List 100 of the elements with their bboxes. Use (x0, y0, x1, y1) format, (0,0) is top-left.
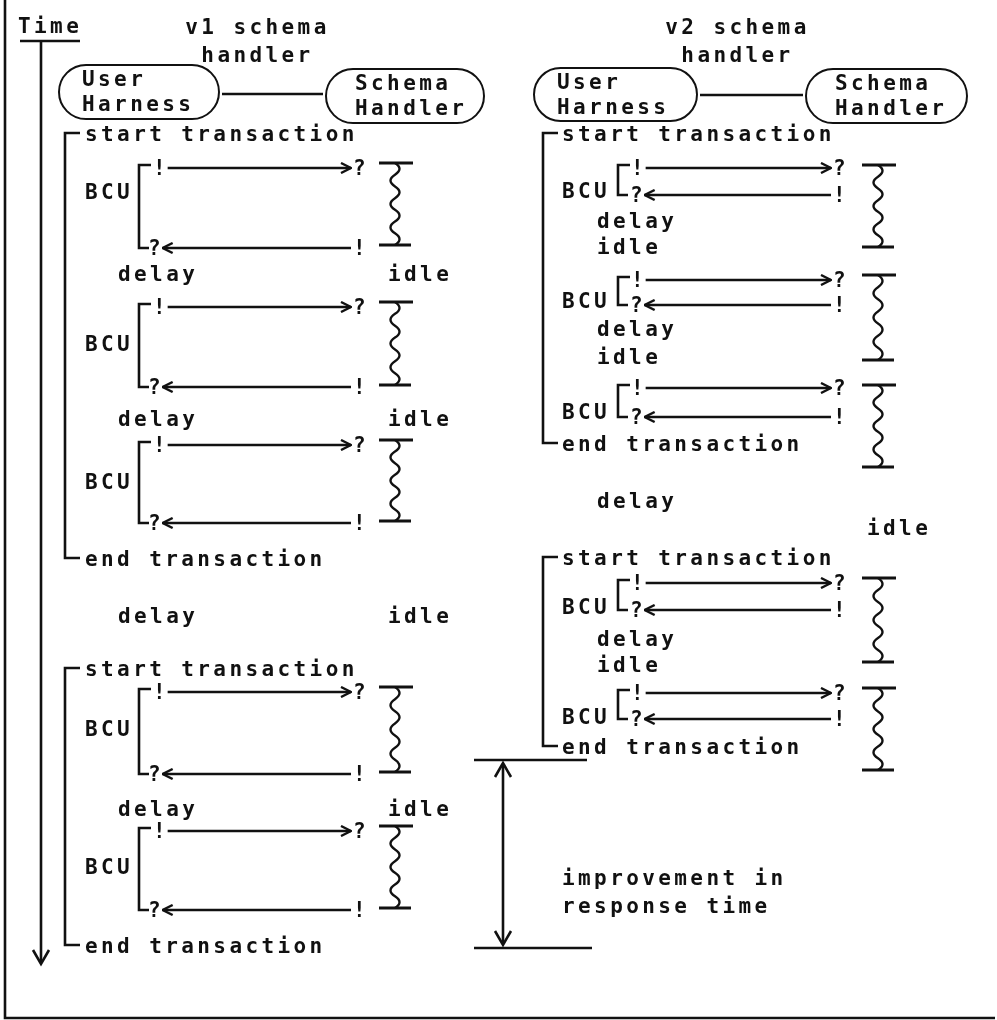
transaction-label: end transaction (85, 933, 326, 959)
bcu-label: BCU (562, 178, 611, 204)
message-marker: ! (833, 187, 846, 203)
delay-label: delay (597, 316, 678, 342)
message-marker: ? (148, 240, 161, 256)
message-marker: ? (630, 711, 643, 727)
message-marker: ! (833, 711, 846, 727)
message-arrow (645, 686, 833, 700)
message-arrow (645, 381, 833, 395)
message-marker: ! (353, 766, 366, 782)
message-marker: ! (353, 379, 366, 395)
transaction-label: end transaction (562, 734, 803, 760)
message-marker: ? (630, 409, 643, 425)
delay-label: delay (597, 488, 678, 514)
message-marker: ! (631, 685, 644, 701)
message-marker: ! (153, 299, 166, 315)
idle-label: idle (388, 406, 453, 432)
message-arrow (643, 298, 831, 312)
transaction-label: start transaction (562, 545, 835, 571)
message-arrow (645, 161, 833, 175)
bcu-label: BCU (85, 179, 134, 205)
idle-label: idle (867, 515, 932, 541)
idle-label: idle (597, 344, 662, 370)
bcu-label: BCU (85, 469, 134, 495)
message-arrow (643, 188, 831, 202)
connector-line (222, 92, 323, 96)
delay-label: delay (597, 208, 678, 234)
bcu-label: BCU (562, 704, 611, 730)
message-arrow (161, 516, 351, 530)
message-marker: ? (353, 437, 366, 453)
message-marker: ? (833, 160, 846, 176)
transaction-label: end transaction (562, 431, 803, 457)
transaction-label: start transaction (85, 656, 358, 682)
message-marker: ! (153, 160, 166, 176)
process-node: Schema Handler (805, 68, 968, 124)
bcu-label: BCU (85, 331, 134, 357)
process-node: Schema Handler (325, 68, 485, 124)
message-marker: ? (353, 299, 366, 315)
message-marker: ! (833, 409, 846, 425)
message-arrow (167, 438, 353, 452)
message-marker: ? (833, 272, 846, 288)
idle-label: idle (388, 796, 453, 822)
message-marker: ! (153, 823, 166, 839)
message-marker: ! (153, 684, 166, 700)
connector-line (700, 93, 803, 97)
message-arrow (161, 241, 351, 255)
message-arrow (167, 300, 353, 314)
message-marker: ! (631, 160, 644, 176)
transaction-label: end transaction (85, 546, 326, 572)
message-marker: ? (353, 684, 366, 700)
message-arrow (161, 767, 351, 781)
bcu-label: BCU (562, 594, 611, 620)
message-marker: ! (353, 240, 366, 256)
annotation-text: improvement in response time (562, 865, 788, 920)
bcu-label: BCU (562, 399, 611, 425)
message-marker: ? (630, 187, 643, 203)
message-arrow (643, 603, 831, 617)
message-arrow (167, 161, 353, 175)
axis-label: Time (18, 13, 83, 39)
message-marker: ! (353, 902, 366, 918)
delay-label: delay (118, 796, 199, 822)
bcu-label: BCU (85, 716, 134, 742)
delay-label: delay (597, 626, 678, 652)
message-arrow (161, 903, 351, 917)
message-marker: ! (153, 437, 166, 453)
message-marker: ? (148, 766, 161, 782)
message-marker: ? (630, 297, 643, 313)
message-marker: ? (630, 602, 643, 618)
idle-label: idle (388, 603, 453, 629)
message-marker: ! (833, 602, 846, 618)
message-marker: ! (631, 575, 644, 591)
message-arrow (643, 712, 831, 726)
idle-label: idle (597, 652, 662, 678)
message-marker: ? (833, 685, 846, 701)
column-heading: v2 schema handler (664, 14, 811, 69)
idle-label: idle (388, 261, 453, 287)
message-arrow (643, 410, 831, 424)
message-arrow (167, 685, 353, 699)
message-marker: ? (148, 379, 161, 395)
message-marker: ! (353, 515, 366, 531)
bcu-label: BCU (85, 854, 134, 880)
message-marker: ? (148, 902, 161, 918)
message-marker: ? (353, 823, 366, 839)
message-arrow (645, 576, 833, 590)
delay-label: delay (118, 603, 199, 629)
message-marker: ? (833, 380, 846, 396)
transaction-label: start transaction (562, 121, 835, 147)
message-marker: ? (353, 160, 366, 176)
transaction-label: start transaction (85, 121, 358, 147)
idle-label: idle (597, 234, 662, 260)
message-marker: ? (148, 515, 161, 531)
message-marker: ! (631, 272, 644, 288)
delay-label: delay (118, 406, 199, 432)
message-arrow (167, 824, 353, 838)
delay-label: delay (118, 261, 199, 287)
bcu-label: BCU (562, 288, 611, 314)
message-arrow (645, 273, 833, 287)
message-marker: ! (631, 380, 644, 396)
message-arrow (161, 380, 351, 394)
message-marker: ! (833, 297, 846, 313)
